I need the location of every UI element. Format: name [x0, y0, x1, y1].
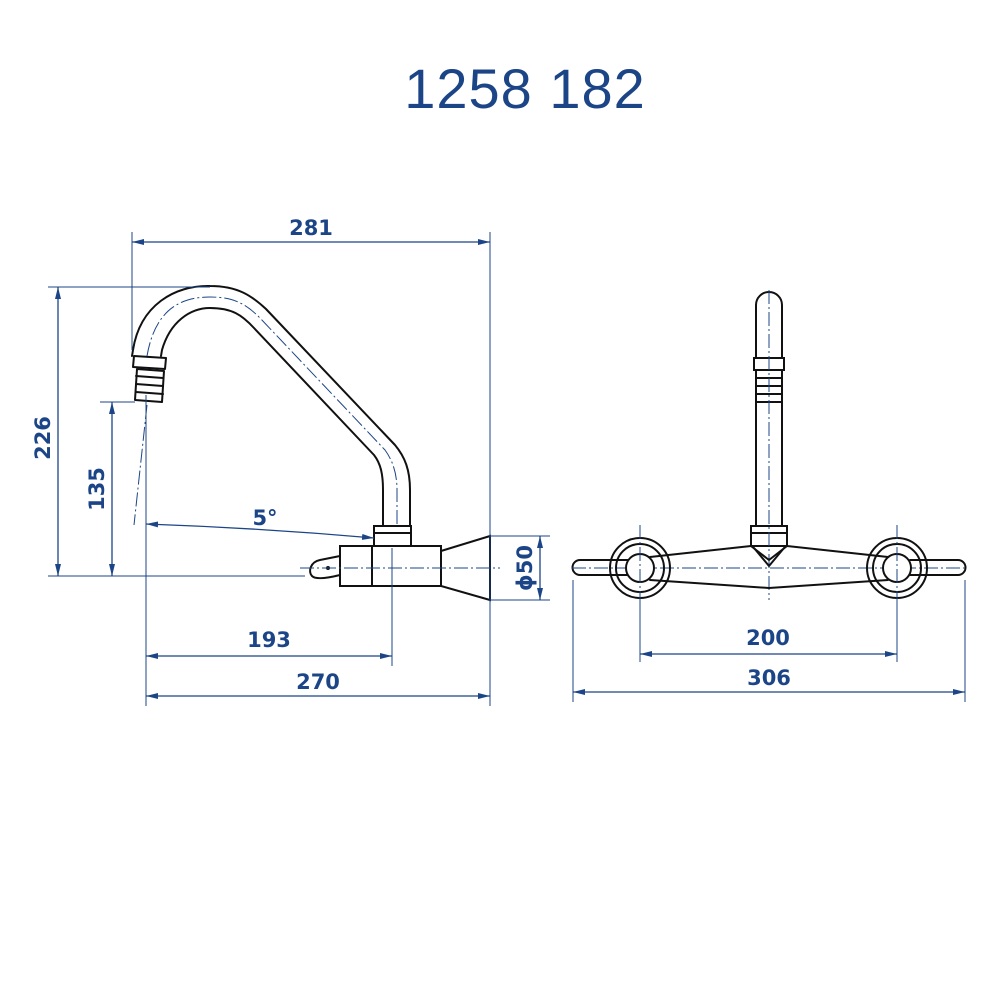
mixer-body [309, 534, 491, 602]
dim-135-label: 135 [85, 467, 109, 511]
dimension-labels: 281 226 135 5° ϕ50 193 270 200 306 [31, 216, 791, 694]
dim-281-label: 281 [289, 216, 333, 240]
side-view [131, 284, 500, 602]
aerator [132, 355, 167, 403]
dim-270-label: 270 [296, 670, 340, 694]
dim-5deg-label: 5° [252, 506, 277, 530]
drawing-title: 1258 182 [404, 57, 646, 120]
dim-193-label: 193 [247, 628, 291, 652]
dim-306-label: 306 [747, 666, 791, 690]
spout-tube [131, 284, 411, 545]
dimension-lines [48, 232, 966, 706]
left-eccentric [609, 525, 671, 612]
front-view [571, 290, 968, 612]
front-spout [750, 290, 788, 600]
dim-200-label: 200 [746, 626, 790, 650]
dim-phi50-label: ϕ50 [513, 545, 537, 591]
dim-226-label: 226 [31, 416, 55, 460]
right-eccentric [866, 525, 928, 612]
spout-collar [373, 525, 412, 547]
